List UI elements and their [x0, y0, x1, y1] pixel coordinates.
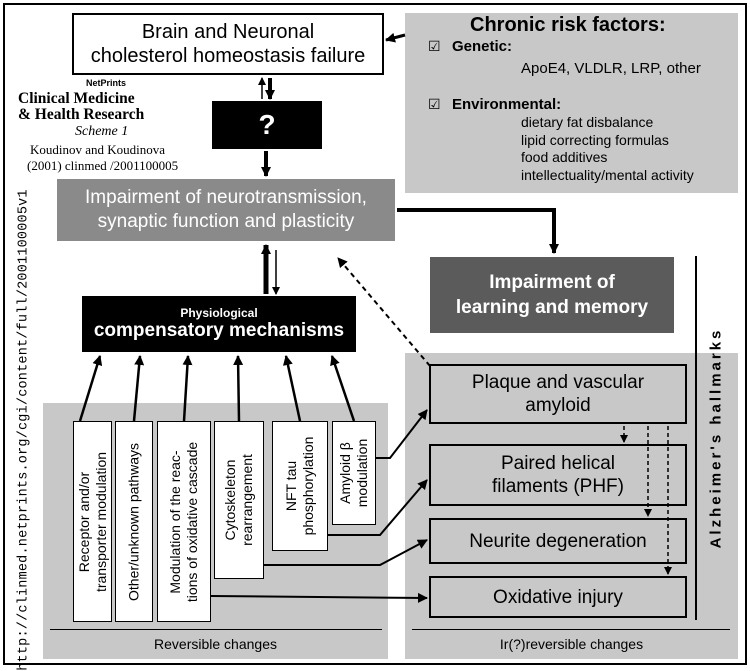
arrow-tau-to-phf	[328, 479, 428, 536]
authors-label: Koudinov and Koudinova	[30, 142, 166, 157]
compensatory-line2: compensatory mechanisms	[93, 320, 345, 341]
cholesterol-failure-line1: Brain and Neuronal	[141, 21, 315, 43]
arrow-plaque-to-neuro	[337, 257, 431, 367]
env-item: intellectuality/mental activity	[521, 166, 694, 183]
arrow-risk-to-cholesterol	[385, 32, 406, 43]
phf-line1: Paired helical	[500, 453, 616, 474]
environmental-label: Environmental:	[452, 96, 562, 113]
mechanism-unknown-box: Other/unknown pathways	[115, 421, 153, 622]
arrow-cytoskeleton-to-neurite	[264, 539, 428, 566]
learning-memory-impairment-box: Impairment of learning and memory	[429, 256, 675, 334]
cholesterol-failure-box: Brain and Neuronal cholesterol homeostas…	[72, 13, 384, 75]
hallmarks-divider	[695, 256, 697, 620]
genetic-label: Genetic:	[452, 38, 513, 55]
arrow-unknown-up	[132, 355, 145, 422]
env-item: food additives	[521, 149, 608, 165]
learning-memory-line2: learning and memory	[455, 297, 649, 318]
learning-memory-line1: Impairment of	[489, 272, 615, 293]
risk-factors-panel	[405, 13, 738, 193]
arrow-oxidative-to-injury	[210, 592, 428, 603]
reversible-separator	[50, 629, 382, 630]
neurite-degeneration-box: Neurite degeneration	[429, 518, 687, 564]
compensatory-line1: Physiological	[180, 306, 258, 320]
citation-label: (2001) clinmed /2001100005	[27, 158, 179, 173]
reversible-changes-label: Reversible changes	[154, 636, 277, 652]
neurotransmission-impairment-box: Impairment of neurotransmission, synapti…	[56, 178, 396, 242]
arrow-cytoskeleton-up	[233, 355, 244, 422]
environmental-items: dietary fat disbalance lipid correcting …	[521, 114, 694, 184]
logo-title-line2: & Health Research	[18, 106, 145, 123]
phf-box: Paired helical filaments (PHF)	[429, 444, 687, 506]
mechanism-oxidative-box: Modulation of the reac-tions of oxidativ…	[157, 421, 211, 622]
arrow-tau-up	[283, 355, 302, 422]
environmental-checkbox-icon: ☑	[428, 96, 441, 112]
env-item: lipid correcting formulas	[521, 131, 669, 148]
neurotransmission-line2: synaptic function and plasticity	[97, 211, 355, 232]
compensatory-mechanisms-box: Physiological compensatory mechanisms	[82, 296, 356, 352]
plaque-line1: Plaque and vascular	[471, 372, 645, 393]
arrow-neuro-to-learning	[397, 208, 559, 254]
env-item: dietary fat disbalance	[521, 114, 654, 130]
arrow-oxidative-up	[182, 355, 193, 422]
neurotransmission-line1: Impairment of neurotransmission,	[85, 187, 367, 208]
irreversible-separator	[412, 629, 730, 630]
unknown-link-box: ?	[212, 101, 322, 149]
oxidative-injury-box: Oxidative injury	[429, 576, 687, 618]
risk-factors-title: Chronic risk factors:	[470, 14, 666, 36]
arrow-amyloid-up	[330, 355, 356, 422]
netprints-brand: NetPrints	[86, 78, 127, 88]
plaque-line2: amyloid	[525, 395, 591, 416]
diagram-frame	[3, 3, 747, 665]
genetic-checkbox-icon: ☑	[428, 38, 441, 54]
logo-title-line1: Clinical Medicine	[18, 90, 135, 107]
genetic-items: ApoE4, VLDLR, LRP, other	[521, 60, 701, 77]
arrow-amyloid-to-plaque	[376, 409, 428, 459]
scheme-label: Scheme 1	[75, 124, 129, 139]
irreversible-changes-label: Ir(?)reversible changes	[499, 636, 644, 652]
plaque-amyloid-box: Plaque and vascular amyloid	[429, 364, 687, 424]
cholesterol-failure-line2: cholesterol homeostasis failure	[90, 45, 366, 67]
arrow-receptor-up	[78, 355, 103, 422]
phf-line2: filaments (PHF)	[492, 476, 624, 497]
